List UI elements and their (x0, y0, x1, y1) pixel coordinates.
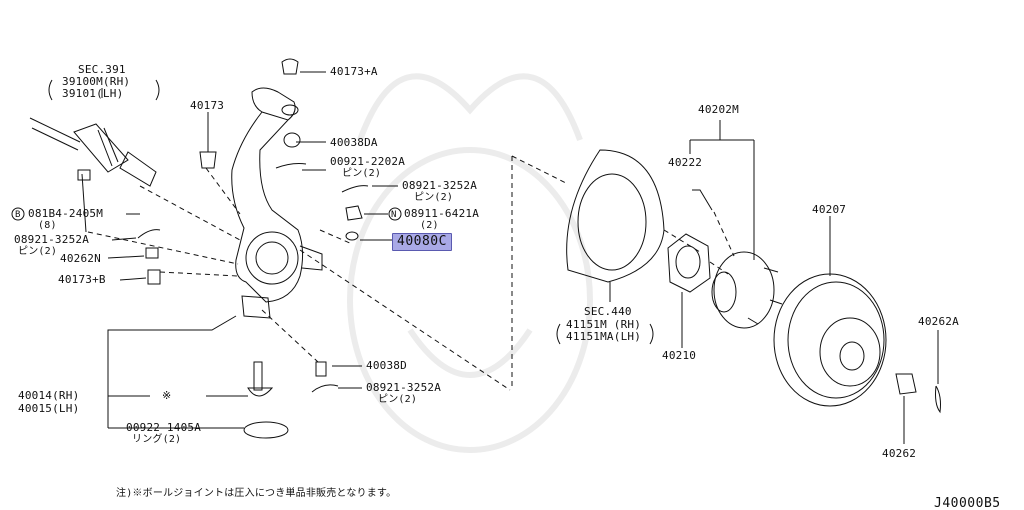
label-40015[interactable]: 40015(LH) (18, 402, 80, 415)
label-00921-2202a-sub: ピン(2) (342, 168, 382, 179)
label-sec440[interactable]: SEC.440 (584, 305, 632, 318)
label-star-mark: ※ (162, 389, 172, 402)
label-sec391-rh: 39100M(RH) (62, 75, 131, 88)
label-sec440-rh: 41151M (RH) (566, 318, 642, 331)
label-40222[interactable]: 40222 (668, 156, 703, 169)
label-081b4-2405m[interactable]: 081B4-2405M (28, 207, 104, 220)
steering-knuckle (231, 87, 323, 319)
label-sec440-lh: 41151MA(LH) (566, 330, 642, 343)
brake-rotor (773, 273, 887, 407)
label-40014[interactable]: 40014(RH) (18, 389, 80, 402)
label-40038d[interactable]: 40038D (366, 359, 407, 372)
hub-bearing (667, 233, 711, 293)
label-40262a[interactable]: 40262A (918, 315, 959, 328)
leader-lines (101, 71, 939, 444)
circle-b-letter: B (15, 210, 21, 220)
label-08911-6421a[interactable]: 08911-6421A (404, 207, 480, 220)
splash-shield (566, 149, 665, 283)
label-circle-b: B (15, 208, 21, 221)
footnote: 注)※ボールジョイントは圧入につき単品非販売となります。 (116, 488, 397, 499)
bracket-left-2 (556, 323, 561, 345)
drive-shaft (29, 117, 157, 187)
small-parts (77, 58, 941, 439)
label-00921-2202a[interactable]: 00921-2202A (330, 155, 406, 168)
label-40080c-highlighted[interactable]: 40080C (392, 233, 452, 251)
label-081b4-2405m-sub: (8) (38, 220, 57, 231)
label-40262n[interactable]: 40262N (60, 252, 101, 265)
circle-n-letter: N (391, 210, 397, 220)
label-circle-n: N (391, 208, 397, 221)
label-40173[interactable]: 40173 (190, 99, 225, 112)
label-40173b[interactable]: 40173+B (58, 273, 106, 286)
label-08921-3252a-right-sub: ピン(2) (414, 192, 454, 203)
label-00922-1405a[interactable]: 00922-1405A (126, 421, 202, 434)
label-08921-3252a-bottom-sub: ピン(2) (378, 394, 418, 405)
bracket-right (155, 79, 160, 101)
circle-b-mark (11, 207, 25, 221)
label-40173a[interactable]: 40173+A (330, 65, 378, 78)
label-40038da[interactable]: 40038DA (330, 136, 378, 149)
bracket-right-2 (649, 323, 654, 345)
bracket-left (48, 79, 53, 101)
label-40202m[interactable]: 40202M (698, 103, 739, 116)
label-08921-3252a-left-sub: ピン(2) (18, 246, 58, 257)
circle-n-mark (388, 207, 402, 221)
label-sec391-lh: 39101(LH) (62, 87, 124, 100)
label-40210[interactable]: 40210 (662, 349, 697, 362)
label-08921-3252a-bottom[interactable]: 08921-3252A (366, 381, 442, 394)
label-08921-3252a-left[interactable]: 08921-3252A (14, 233, 90, 246)
label-40262[interactable]: 40262 (882, 447, 917, 460)
watermark-emblem (347, 73, 593, 453)
diagram-code: J40000B5 (934, 496, 1001, 510)
wheel-hub (711, 251, 783, 329)
label-08911-6421a-sub: (2) (420, 220, 439, 231)
label-08921-3252a-right[interactable]: 08921-3252A (402, 179, 478, 192)
label-sec391[interactable]: SEC.391 (78, 63, 126, 76)
label-00922-1405a-sub: リング(2) (132, 434, 182, 445)
assembly-lines (87, 155, 735, 391)
label-40207[interactable]: 40207 (812, 203, 847, 216)
